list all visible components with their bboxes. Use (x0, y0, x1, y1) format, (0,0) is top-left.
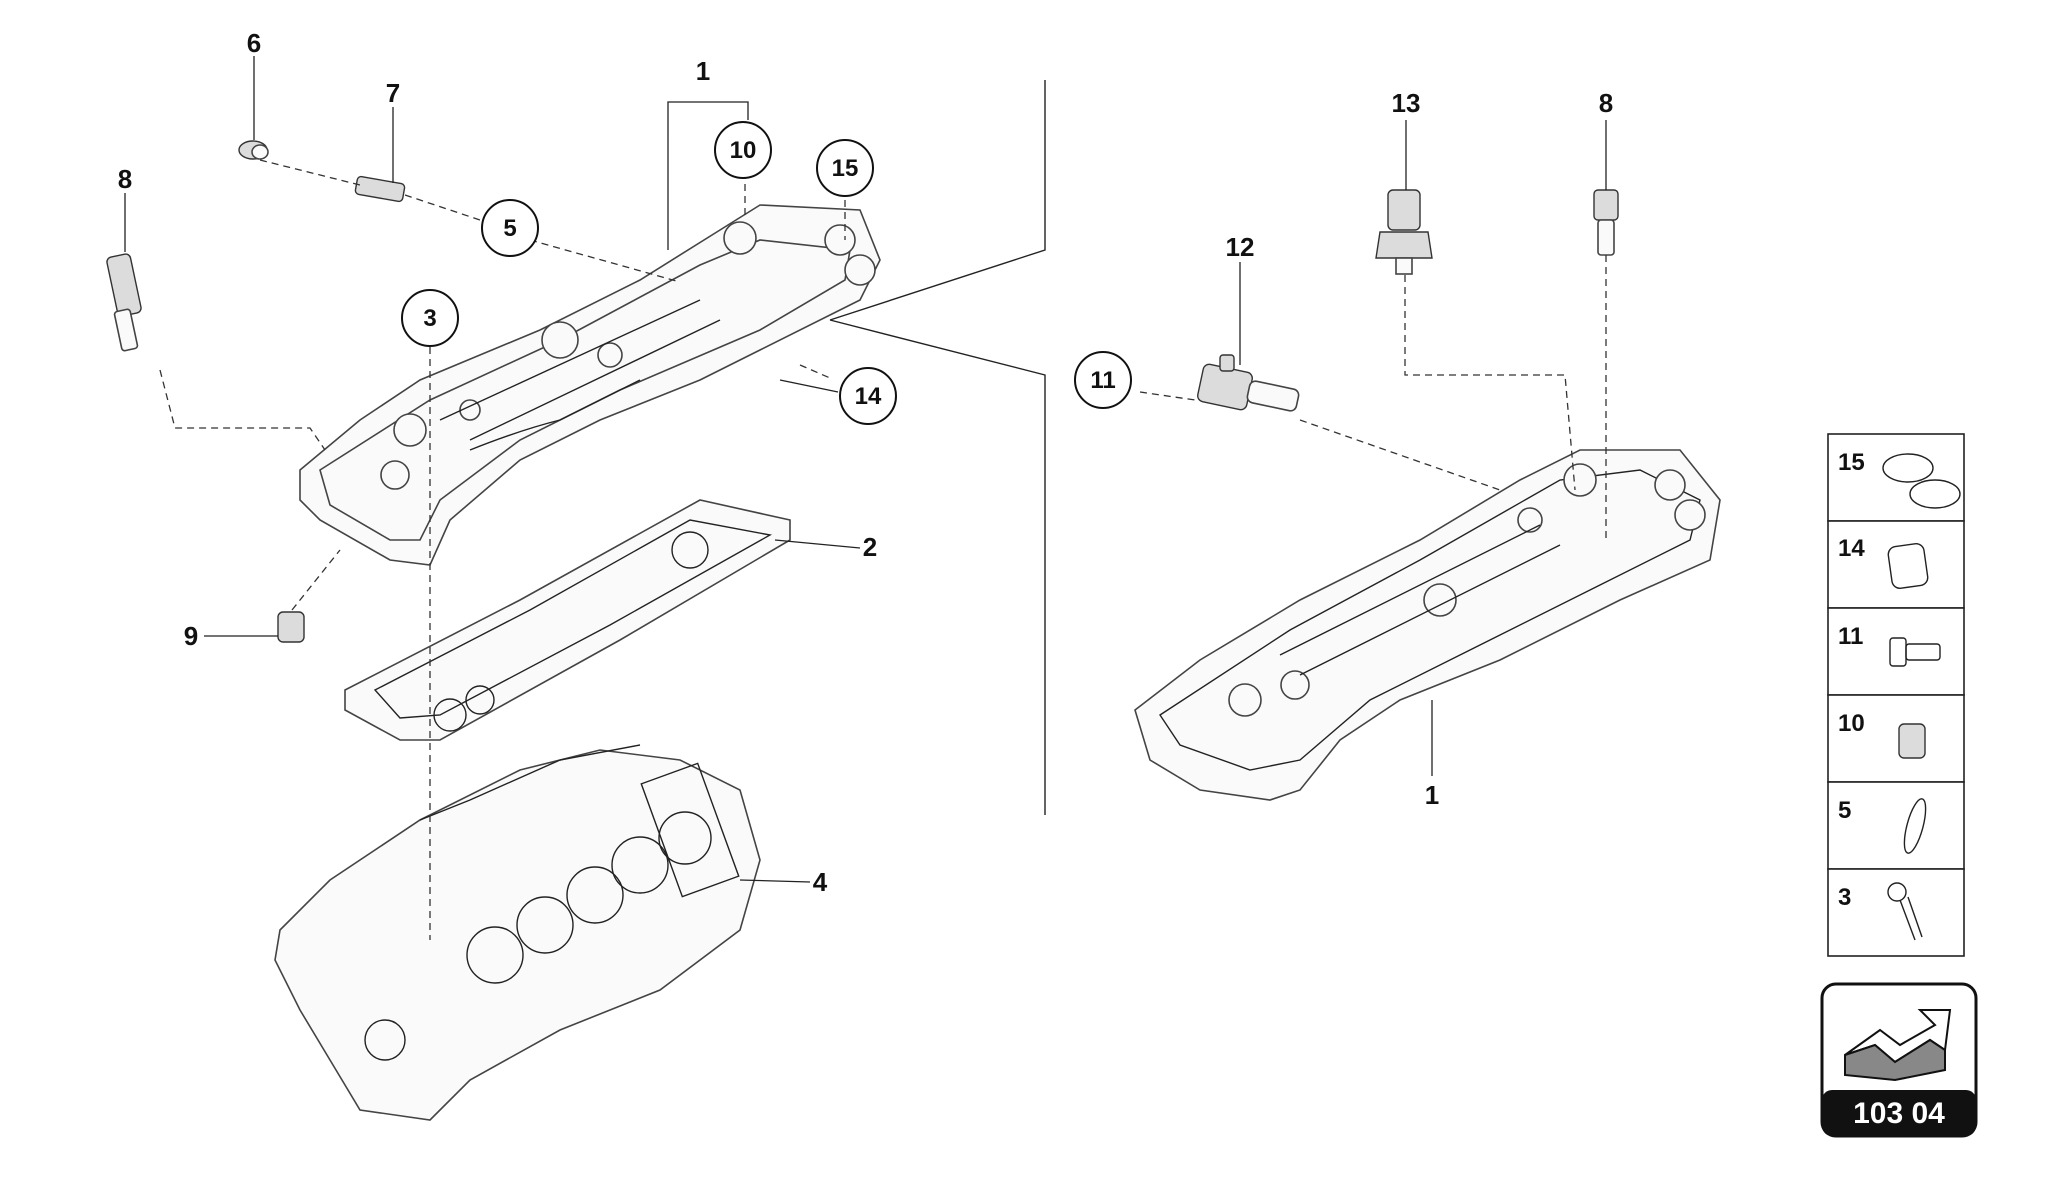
page-nav-badge[interactable]: 103 04 (1820, 982, 1978, 1138)
callout-7: 7 (386, 78, 400, 108)
sensor-part-8-left (106, 253, 142, 352)
screw-icon (1887, 882, 1907, 902)
callout-labels: 6 7 1 8 2 9 4 13 8 12 1 (118, 28, 1613, 897)
callout-10-label: 10 (730, 137, 757, 164)
callout-15-label: 15 (832, 155, 859, 182)
gasket (344, 499, 791, 741)
legend-label: 14 (1838, 535, 1865, 562)
engine-block (274, 744, 761, 1121)
solenoid-valve-part-12 (1197, 354, 1300, 412)
callout-5: 5 (481, 199, 539, 257)
callout-8-left: 8 (118, 164, 132, 194)
callout-12: 12 (1226, 232, 1255, 262)
legend-row: 10 (1827, 694, 1965, 783)
plug-part-7 (354, 175, 406, 203)
legend-label: 11 (1838, 623, 1863, 650)
callout-3-label: 3 (423, 305, 436, 332)
callout-14: 14 (839, 367, 897, 425)
separator-lines (829, 80, 1046, 815)
legend-label: 10 (1838, 710, 1865, 737)
legend-row: 3 (1827, 868, 1965, 957)
leader-lines-right (1239, 120, 1607, 776)
sleeve-icon (1887, 543, 1929, 589)
callout-5-label: 5 (503, 215, 516, 242)
callout-10: 10 (714, 121, 772, 179)
seal-ring-icon (1903, 798, 1927, 854)
legend-row: 11 (1827, 607, 1965, 696)
callout-14-label: 14 (855, 383, 882, 410)
assembly-lines-right (1139, 255, 1607, 540)
pressure-switch-part-13 (1375, 189, 1433, 275)
valve-cover-right (1134, 449, 1721, 801)
cap-part-6 (238, 140, 269, 160)
callout-15: 15 (816, 139, 874, 197)
callout-1-left: 1 (696, 56, 710, 86)
o-ring-icon (1882, 453, 1934, 483)
legend-row: 15 (1827, 433, 1965, 522)
legend-label: 3 (1838, 884, 1851, 911)
legend-label: 15 (1838, 449, 1865, 476)
callout-13: 13 (1392, 88, 1421, 118)
callout-8-right: 8 (1599, 88, 1613, 118)
legend-row: 14 (1827, 520, 1965, 609)
callout-9: 9 (184, 621, 198, 651)
callout-4: 4 (813, 867, 828, 897)
callout-1-right: 1 (1425, 780, 1439, 810)
valve-cover-left (299, 204, 881, 566)
sensor-part-8-right (1593, 189, 1619, 256)
leader-lines-left (124, 56, 861, 883)
circled-callouts: 10 15 5 3 14 11 (401, 121, 1132, 425)
plug-icon (1898, 723, 1926, 759)
parts-legend: 15 14 11 10 5 3 (1827, 433, 1965, 957)
plug-part-9 (277, 611, 305, 643)
callout-11: 11 (1074, 351, 1132, 409)
assembly-lines-left (159, 159, 846, 940)
legend-row: 5 (1827, 781, 1965, 870)
callout-6: 6 (247, 28, 261, 58)
callout-3: 3 (401, 289, 459, 347)
legend-label: 5 (1838, 797, 1851, 824)
page-number: 103 04 (1853, 1097, 1945, 1130)
o-ring-icon (1909, 479, 1961, 509)
callout-2: 2 (863, 532, 877, 562)
arrow-icon (1844, 1009, 1952, 1082)
callout-11-label: 11 (1090, 367, 1115, 394)
